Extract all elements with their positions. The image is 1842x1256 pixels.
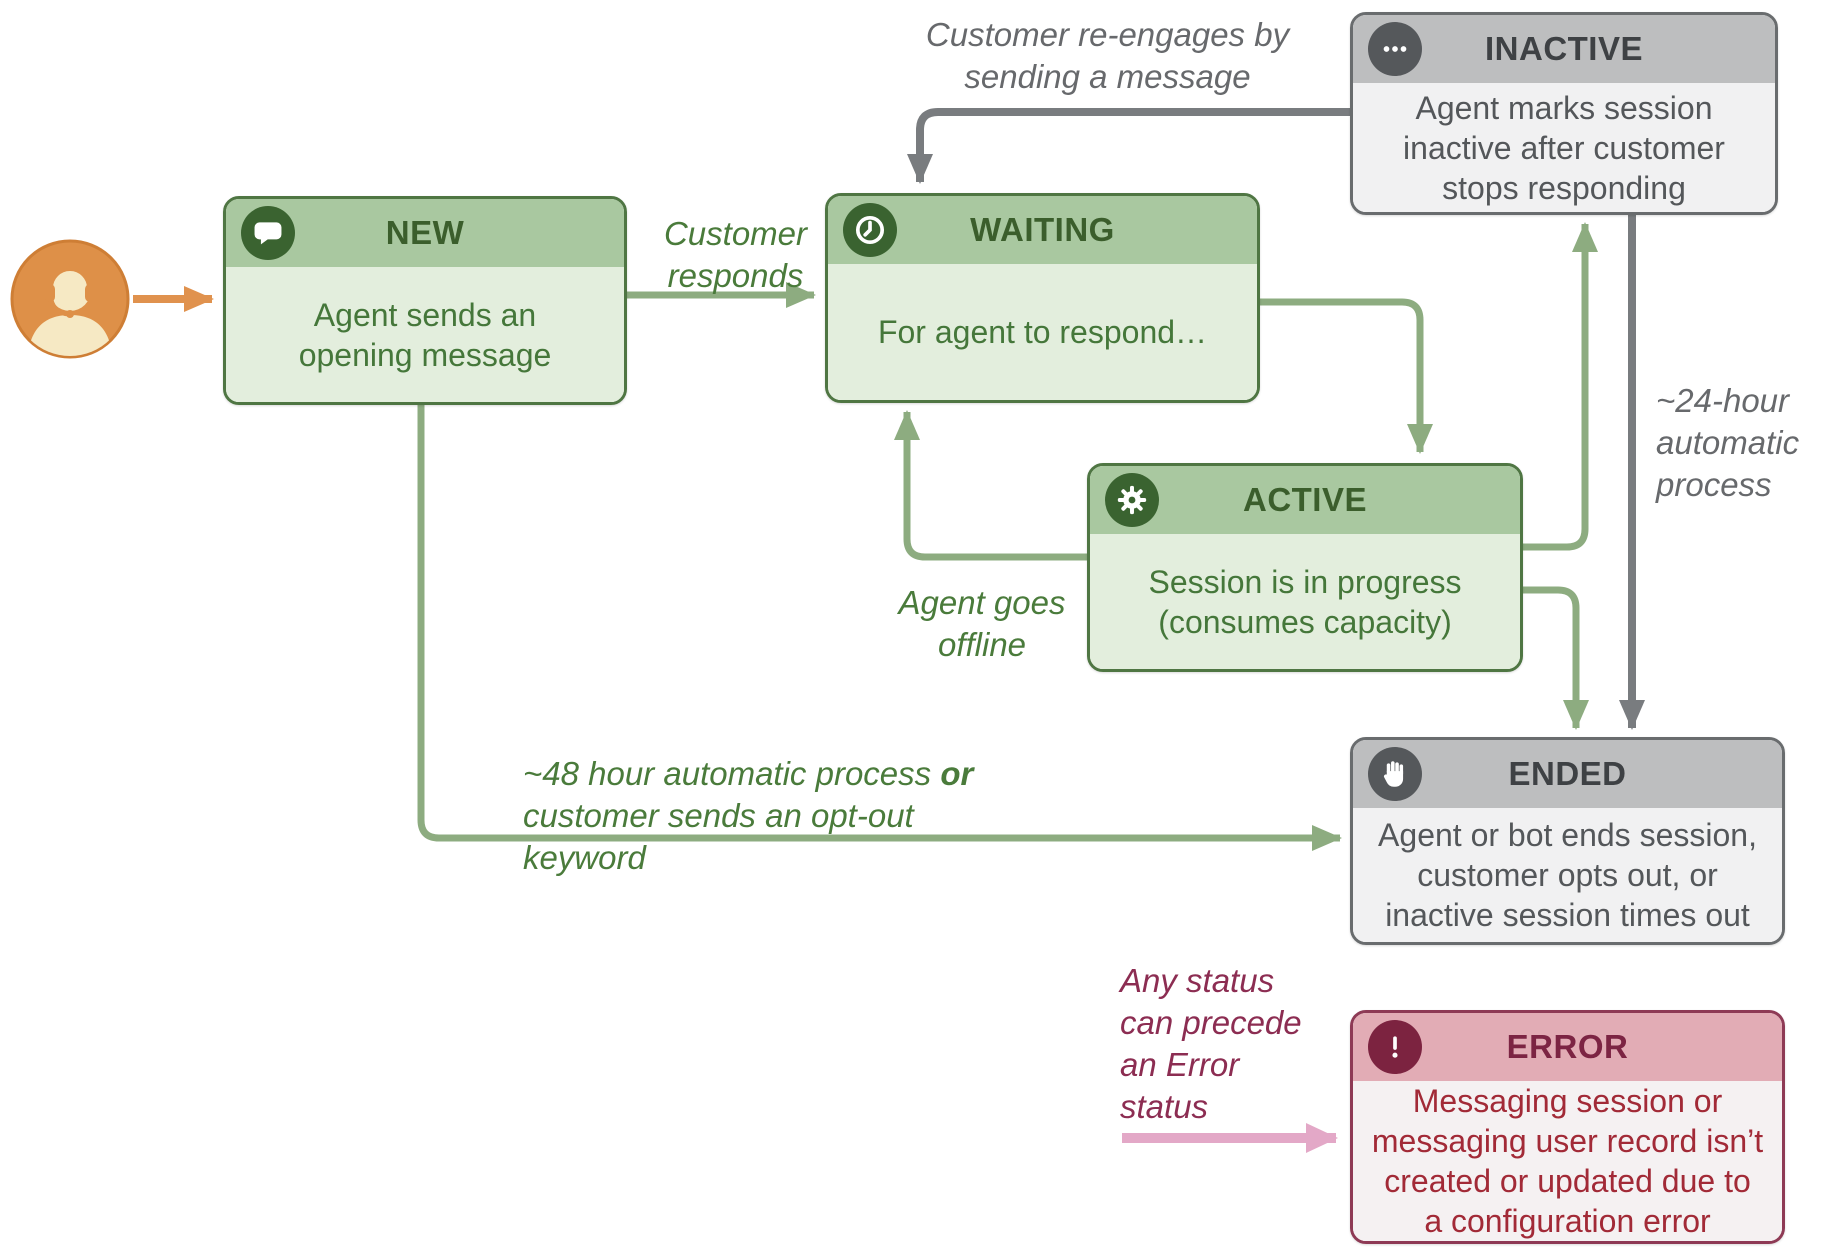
label-48-hour-process: ~48 hour automatic process or customer se… bbox=[523, 753, 1003, 879]
clock-icon bbox=[843, 203, 897, 257]
label-48h-line2: customer sends an opt-out keyword bbox=[523, 796, 914, 876]
state-header: WAITING bbox=[828, 196, 1257, 264]
edge-waiting-active bbox=[1260, 298, 1433, 454]
edge-new-ended bbox=[417, 405, 1342, 851]
state-header: ERROR bbox=[1353, 1013, 1782, 1081]
state-description: Agent marks session inactive after custo… bbox=[1353, 83, 1775, 212]
edge-active-waiting bbox=[894, 410, 1087, 561]
state-description: Agent or bot ends session, customer opts… bbox=[1353, 808, 1782, 942]
edge-active-inactive bbox=[1523, 222, 1598, 551]
alert-icon bbox=[1368, 1020, 1422, 1074]
edge-inactive-waiting bbox=[907, 108, 1350, 184]
state-header: INACTIVE bbox=[1353, 15, 1775, 83]
state-box-error: ERROR Messaging session or messaging use… bbox=[1350, 1010, 1785, 1244]
state-box-inactive: INACTIVE Agent marks session inactive af… bbox=[1350, 12, 1778, 215]
state-title: INACTIVE bbox=[1484, 30, 1643, 67]
state-box-active: ACTIVE Session is in progress (consumes … bbox=[1087, 463, 1523, 672]
state-title: WAITING bbox=[970, 211, 1115, 248]
state-header: NEW bbox=[226, 199, 624, 267]
label-customer-responds: Customer responds bbox=[663, 215, 808, 294]
state-description: For agent to respond… bbox=[828, 264, 1257, 400]
customer-headset-icon bbox=[10, 239, 130, 359]
state-title: NEW bbox=[385, 214, 465, 251]
label-any-status-error: Any status can precede an Error status bbox=[1120, 962, 1302, 1125]
state-header: ACTIVE bbox=[1090, 466, 1520, 534]
state-title: ENDED bbox=[1508, 755, 1627, 792]
hand-icon bbox=[1368, 747, 1422, 801]
state-description: Session is in progress (consumes capacit… bbox=[1090, 534, 1520, 669]
gear-icon bbox=[1105, 473, 1159, 527]
state-description: Messaging session or messaging user reco… bbox=[1353, 1081, 1782, 1241]
state-box-new: NEW Agent sends an opening message bbox=[223, 196, 627, 405]
label-agent-goes-offline: Agent goes offline bbox=[898, 584, 1066, 663]
state-title: ERROR bbox=[1506, 1028, 1629, 1065]
label-48h-or: or bbox=[940, 755, 974, 792]
state-box-ended: ENDED Agent or bot ends session, custome… bbox=[1350, 737, 1785, 945]
state-header: ENDED bbox=[1353, 740, 1782, 808]
label-24-hour-process: ~24-hour automatic process bbox=[1656, 382, 1800, 503]
label-48h-text: ~48 hour automatic process bbox=[523, 755, 932, 792]
state-description: Agent sends an opening message bbox=[226, 267, 624, 402]
ellipsis-icon bbox=[1368, 22, 1422, 76]
edge-active-ended bbox=[1523, 586, 1589, 730]
state-box-waiting: WAITING For agent to respond… bbox=[825, 193, 1260, 403]
chat-bubble-icon bbox=[241, 206, 295, 260]
label-customer-reengages: Customer re-engages by sending a message bbox=[925, 16, 1290, 95]
state-title: ACTIVE bbox=[1242, 481, 1367, 518]
